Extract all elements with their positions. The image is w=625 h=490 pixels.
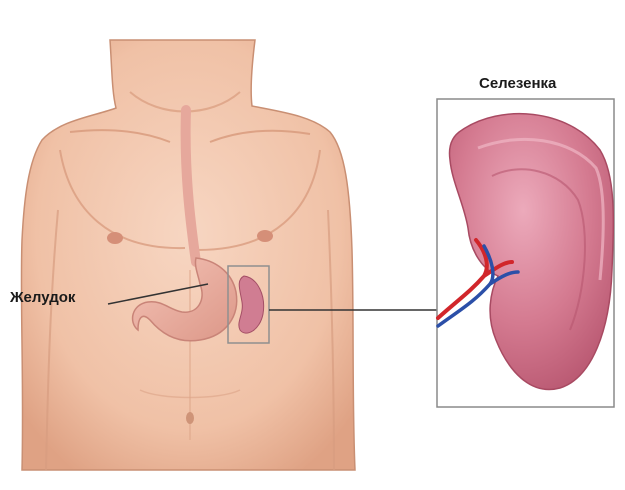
torso bbox=[21, 40, 355, 470]
stomach-label: Желудок bbox=[10, 289, 75, 306]
left-nipple bbox=[107, 232, 123, 244]
spleen-label: Селезенка bbox=[479, 75, 556, 92]
body-silhouette bbox=[21, 40, 355, 470]
right-nipple bbox=[257, 230, 273, 242]
navel bbox=[186, 412, 194, 424]
